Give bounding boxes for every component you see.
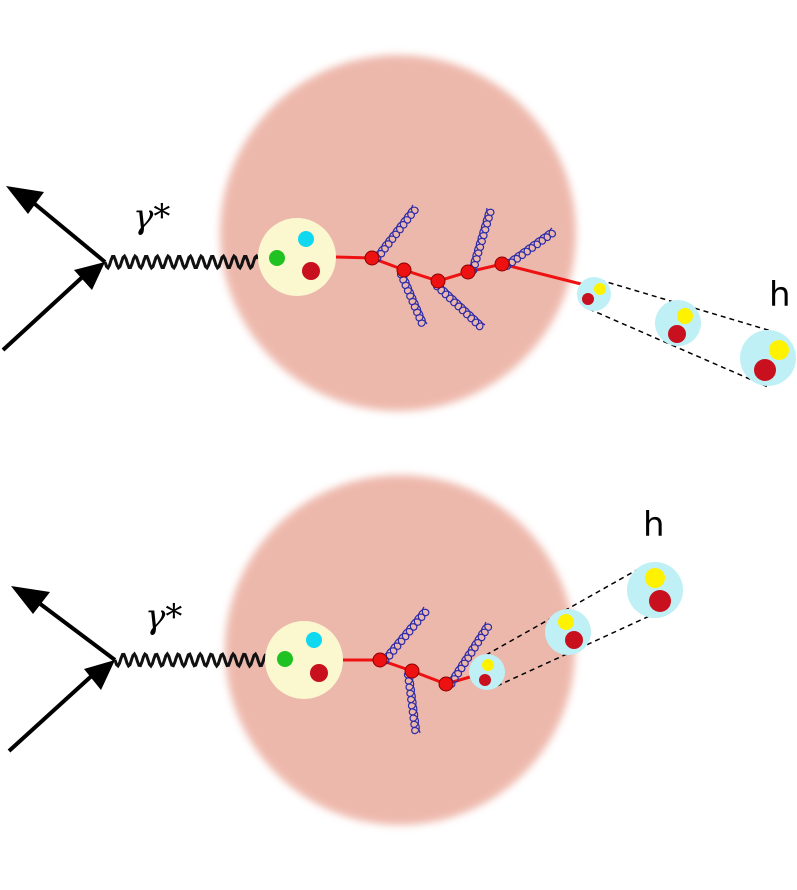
hadron-label: h — [769, 275, 791, 315]
gluon-coil — [501, 227, 557, 270]
incoming-lepton — [7, 660, 115, 753]
quark-cyan — [306, 632, 322, 648]
gluon-coil — [379, 606, 430, 665]
quark-red — [302, 262, 320, 280]
vertex — [430, 273, 446, 289]
vertex — [494, 256, 510, 272]
vertex — [438, 676, 454, 692]
outgoing-lepton — [6, 186, 107, 264]
gluon-coil — [397, 269, 428, 327]
hadron-label: h — [643, 505, 665, 545]
hadron-medium — [545, 609, 591, 655]
photon-line — [103, 253, 260, 271]
panel-bottom: γ* — [7, 475, 683, 825]
gluon-vertices — [372, 652, 454, 692]
hadron-large — [627, 562, 683, 618]
target-nucleon — [258, 218, 336, 296]
hadron-large — [740, 330, 796, 386]
photon-label: γ* — [145, 597, 182, 637]
outgoing-lepton — [11, 586, 117, 662]
vertex — [364, 250, 380, 266]
gluon-coil — [445, 621, 493, 688]
hadron-small — [577, 277, 611, 311]
nucleus-blob — [225, 475, 575, 825]
gluon-coil — [467, 207, 495, 275]
vertex — [404, 663, 420, 679]
nucleus-blob — [220, 55, 576, 411]
photon-line — [113, 651, 268, 669]
vertex — [396, 262, 412, 278]
vertex — [460, 264, 476, 280]
photon-label: γ* — [133, 197, 170, 237]
target-nucleon — [265, 621, 343, 699]
quark-cyan — [298, 231, 314, 247]
quark-green — [277, 651, 293, 667]
quark-red — [310, 664, 328, 682]
gluon-vertices — [364, 250, 510, 289]
cone-edge — [485, 566, 643, 656]
cone-edge — [588, 308, 769, 388]
incoming-lepton — [1, 262, 105, 352]
hadron-medium — [655, 300, 701, 346]
hadron-small — [469, 654, 505, 690]
gluon-coil — [403, 671, 421, 735]
vertex — [372, 652, 388, 668]
panel-top: γ* — [1, 55, 796, 411]
quark-green — [269, 250, 285, 266]
